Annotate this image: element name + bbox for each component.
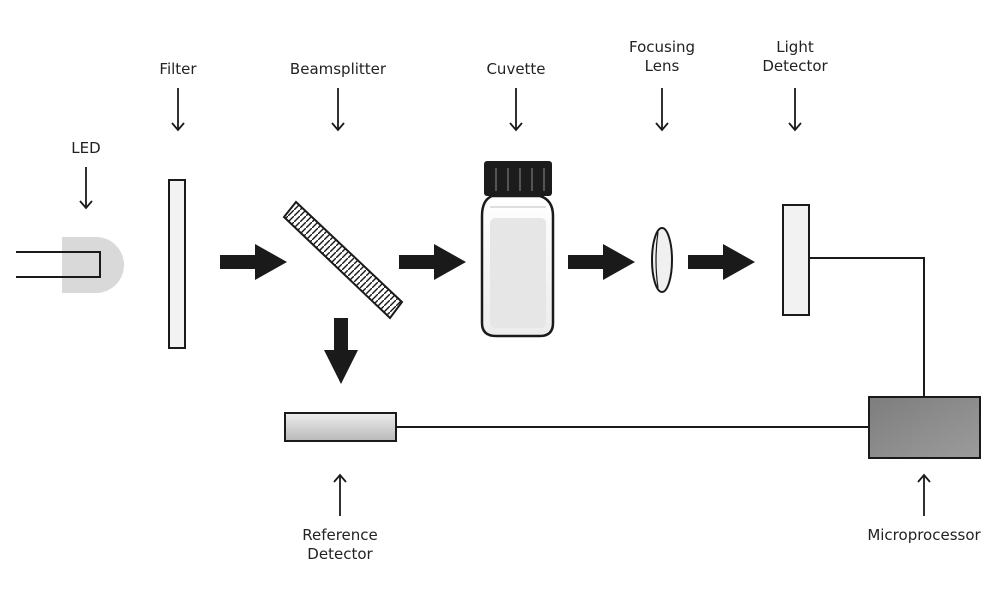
arrow-up-reference-detector-icon xyxy=(333,473,347,516)
pointer-arrows-down xyxy=(79,88,802,210)
led-icon xyxy=(16,237,124,293)
light-detector-icon xyxy=(782,204,810,316)
arrow-down-filter-icon xyxy=(171,88,185,132)
cuvette-icon xyxy=(480,161,555,338)
wire-light-detector-to-microprocessor xyxy=(809,257,925,397)
label-cuvette: Cuvette xyxy=(486,60,546,78)
label-reference-detector-line2: Detector xyxy=(307,545,373,563)
arrow-down-beamsplitter-icon xyxy=(331,88,345,132)
label-beamsplitter: Beamsplitter xyxy=(289,60,387,78)
arrow-down-led-icon xyxy=(79,167,93,210)
pointer-arrows-up xyxy=(333,473,931,516)
beam-arrow-1-icon xyxy=(220,244,287,280)
cuvette-cap-icon xyxy=(484,161,552,196)
label-light-detector-line1: Light xyxy=(776,38,814,56)
label-light-detector: Light Detector xyxy=(762,38,827,76)
label-filter: Filter xyxy=(159,60,197,78)
beam-arrow-4-icon xyxy=(688,244,755,280)
focusing-lens-icon xyxy=(651,227,673,293)
arrow-down-lens-icon xyxy=(655,88,669,132)
label-focusing-lens: Focusing Lens xyxy=(629,38,695,76)
label-focusing-lens-line2: Lens xyxy=(644,57,680,75)
label-light-detector-line2: Detector xyxy=(762,57,828,75)
beamsplitter-icon xyxy=(282,200,404,320)
filter-icon xyxy=(168,179,186,349)
label-focusing-lens-line1: Focusing xyxy=(628,38,696,56)
beam-arrow-down-icon xyxy=(324,318,358,384)
microprocessor-icon xyxy=(868,396,981,459)
arrow-up-microprocessor-icon xyxy=(917,473,931,516)
wiring xyxy=(396,257,925,428)
label-led: LED xyxy=(71,139,101,157)
beam-arrow-3-icon xyxy=(568,244,635,280)
label-reference-detector: Reference Detector xyxy=(302,526,378,564)
reference-detector-icon xyxy=(284,412,397,442)
beam-arrow-2-icon xyxy=(399,244,466,280)
label-microprocessor: Microprocessor xyxy=(867,526,981,544)
arrow-down-cuvette-icon xyxy=(509,88,523,132)
arrow-down-light-detector-icon xyxy=(788,88,802,132)
beam-arrows xyxy=(220,244,755,384)
label-reference-detector-line1: Reference xyxy=(302,526,378,544)
